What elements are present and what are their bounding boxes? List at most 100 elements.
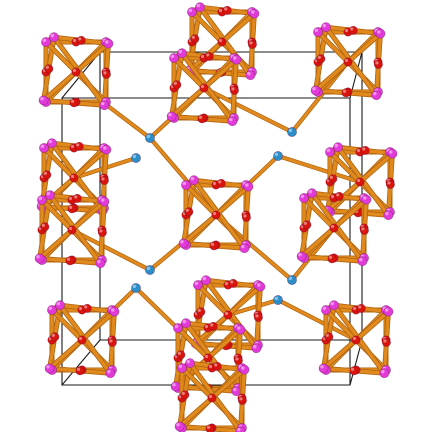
red-atom-center xyxy=(71,67,81,77)
magenta-atom xyxy=(239,364,250,375)
magenta-atom-body xyxy=(41,37,51,47)
linker-bond xyxy=(276,298,358,342)
magenta-atom xyxy=(41,37,51,47)
magenta-atom xyxy=(169,53,179,63)
red-atom-center-body xyxy=(207,393,217,403)
red-atom-body xyxy=(373,59,383,69)
magenta-atom-highlight xyxy=(168,113,172,117)
magenta-atom-highlight xyxy=(385,211,389,216)
red-atom-center xyxy=(207,393,217,403)
magenta-atom-highlight xyxy=(176,423,180,427)
magenta-atom xyxy=(325,147,335,157)
magenta-atom-highlight xyxy=(241,366,245,370)
red-atom-body xyxy=(65,256,75,266)
magenta-atom-highlight xyxy=(38,196,43,201)
magenta-atom xyxy=(321,305,331,315)
red-atom-center-highlight xyxy=(218,38,223,43)
red-atom-body xyxy=(176,350,186,360)
red-atom-body xyxy=(360,145,370,155)
magenta-atom xyxy=(383,210,394,221)
red-atom-highlight xyxy=(362,147,366,151)
magenta-atom-highlight xyxy=(178,49,183,54)
red-atom xyxy=(381,337,391,347)
red-atom-center xyxy=(343,57,353,67)
red-atom-center-body xyxy=(67,225,77,235)
magenta-atom xyxy=(255,281,266,292)
magenta-atom-body xyxy=(178,238,189,249)
red-atom-body xyxy=(184,207,194,217)
red-atom xyxy=(360,145,370,155)
blue-linker-atom-body xyxy=(131,153,141,163)
red-atom-highlight xyxy=(249,41,253,45)
red-atom-body xyxy=(172,80,182,90)
magenta-atom-highlight xyxy=(170,54,175,59)
red-atom-highlight xyxy=(70,99,75,103)
magenta-atom xyxy=(49,32,59,43)
red-atom-body xyxy=(180,390,190,400)
red-atom-highlight xyxy=(356,148,361,153)
magenta-atom-highlight xyxy=(385,308,389,312)
red-atom-highlight xyxy=(41,223,45,227)
red-atom-center xyxy=(329,223,339,233)
magenta-atom-body xyxy=(47,305,57,315)
red-atom-body xyxy=(42,170,52,180)
red-atom-body xyxy=(356,303,366,313)
red-atom xyxy=(208,321,218,331)
red-atom xyxy=(97,227,107,237)
red-atom-center-highlight xyxy=(224,311,229,316)
red-atom xyxy=(348,25,358,35)
magenta-atom xyxy=(239,243,250,254)
red-atom-highlight xyxy=(330,194,335,199)
red-atom-center-body xyxy=(71,67,81,77)
magenta-atom xyxy=(99,196,110,207)
magenta-atom xyxy=(251,343,262,354)
cluster-7 xyxy=(178,175,254,254)
magenta-atom-body xyxy=(307,188,317,199)
red-atom-highlight xyxy=(387,181,391,185)
red-atom-highlight xyxy=(78,306,83,311)
magenta-atom xyxy=(245,70,256,81)
magenta-atom-body xyxy=(361,194,372,205)
red-atom-center-body xyxy=(329,223,339,233)
cell-depth-edge xyxy=(61,339,101,386)
magenta-atom-highlight xyxy=(194,281,199,286)
magenta-atom xyxy=(231,54,242,65)
magenta-atom-highlight xyxy=(190,176,195,181)
cluster-8 xyxy=(34,190,110,269)
red-atom xyxy=(180,390,190,400)
red-atom xyxy=(184,207,194,217)
red-atom-body xyxy=(328,174,338,184)
red-atom-center xyxy=(355,177,365,187)
red-atom xyxy=(241,212,251,222)
magenta-atom-highlight xyxy=(46,365,50,369)
magenta-atom-highlight xyxy=(101,198,105,202)
magenta-atom xyxy=(387,148,398,159)
red-atom xyxy=(253,312,263,322)
red-atom-highlight xyxy=(317,55,321,59)
magenta-atom-highlight xyxy=(107,369,111,374)
magenta-atom-body xyxy=(105,368,116,379)
red-atom-highlight xyxy=(361,227,365,231)
magenta-atom-body xyxy=(383,210,394,221)
red-atom-highlight xyxy=(181,391,185,395)
magenta-atom xyxy=(296,251,307,262)
magenta-atom-body xyxy=(169,53,179,63)
red-atom-body xyxy=(334,191,344,201)
red-atom-highlight xyxy=(350,27,354,31)
red-atom xyxy=(327,254,337,264)
magenta-atom-body xyxy=(383,306,394,317)
red-atom-highlight xyxy=(68,196,73,201)
red-atom-body xyxy=(385,179,395,189)
magenta-atom-body xyxy=(37,195,47,205)
magenta-atom-highlight xyxy=(40,97,44,101)
blue-linker-atom-body xyxy=(287,127,297,137)
red-atom-highlight xyxy=(235,357,239,361)
red-atom-body xyxy=(72,193,82,203)
red-atom-center-highlight xyxy=(352,336,357,341)
magenta-atom-body xyxy=(187,7,197,17)
magenta-atom xyxy=(310,85,321,96)
blue-linker-atom xyxy=(273,151,283,161)
red-atom-highlight xyxy=(210,323,214,327)
magenta-atom-highlight xyxy=(46,191,51,196)
magenta-atom xyxy=(47,305,57,315)
